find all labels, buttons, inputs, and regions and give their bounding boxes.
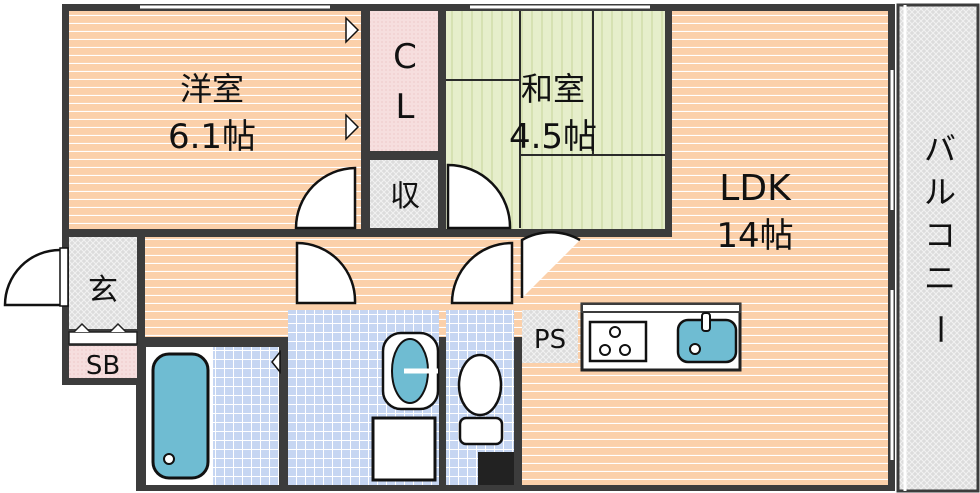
storage-label: 収 — [390, 179, 420, 214]
balcony-floor — [896, 3, 980, 493]
japanese-room-size: 4.5帖 — [509, 117, 597, 157]
pipe-space-label: PS — [534, 325, 566, 355]
closet-floor — [370, 11, 438, 151]
shoe-box-label: SB — [86, 351, 120, 381]
balcony-char-5: ー — [921, 313, 959, 345]
ldk-label: LDK — [719, 168, 792, 209]
toilet-door[interactable] — [450, 241, 514, 305]
pipe-space — [522, 310, 578, 363]
western-room-size: 6.1帖 — [168, 117, 256, 157]
entrance-door[interactable] — [3, 247, 69, 307]
shoe-box — [69, 346, 137, 378]
bathtub — [151, 352, 210, 480]
closet-label-c: C — [393, 37, 417, 77]
ldk-floor — [672, 11, 888, 485]
japanese-room-door[interactable] — [446, 163, 512, 230]
balcony-char-4: ニ — [924, 259, 956, 297]
balcony-char-1: バ — [924, 130, 956, 168]
balcony-char-3: コ — [924, 216, 956, 254]
western-room-door[interactable] — [294, 166, 357, 230]
japanese-room-label: 和室 — [521, 70, 585, 108]
balcony-label: バ ル コ ニ ー — [921, 130, 959, 345]
washroom-door[interactable] — [295, 241, 357, 305]
washing-machine-pan — [371, 416, 437, 482]
balcony-char-2: ル — [924, 173, 956, 211]
ldk-size: 14帖 — [716, 216, 793, 256]
entrance-floor — [69, 237, 137, 329]
entrance-label: 玄 — [88, 273, 118, 308]
storage-floor — [370, 160, 438, 228]
closet-label-l: L — [396, 87, 415, 127]
ldk-door[interactable] — [520, 230, 581, 298]
stove-icon — [588, 320, 648, 363]
toilet-icon — [457, 353, 504, 446]
western-room-label: 洋室 — [180, 70, 244, 108]
